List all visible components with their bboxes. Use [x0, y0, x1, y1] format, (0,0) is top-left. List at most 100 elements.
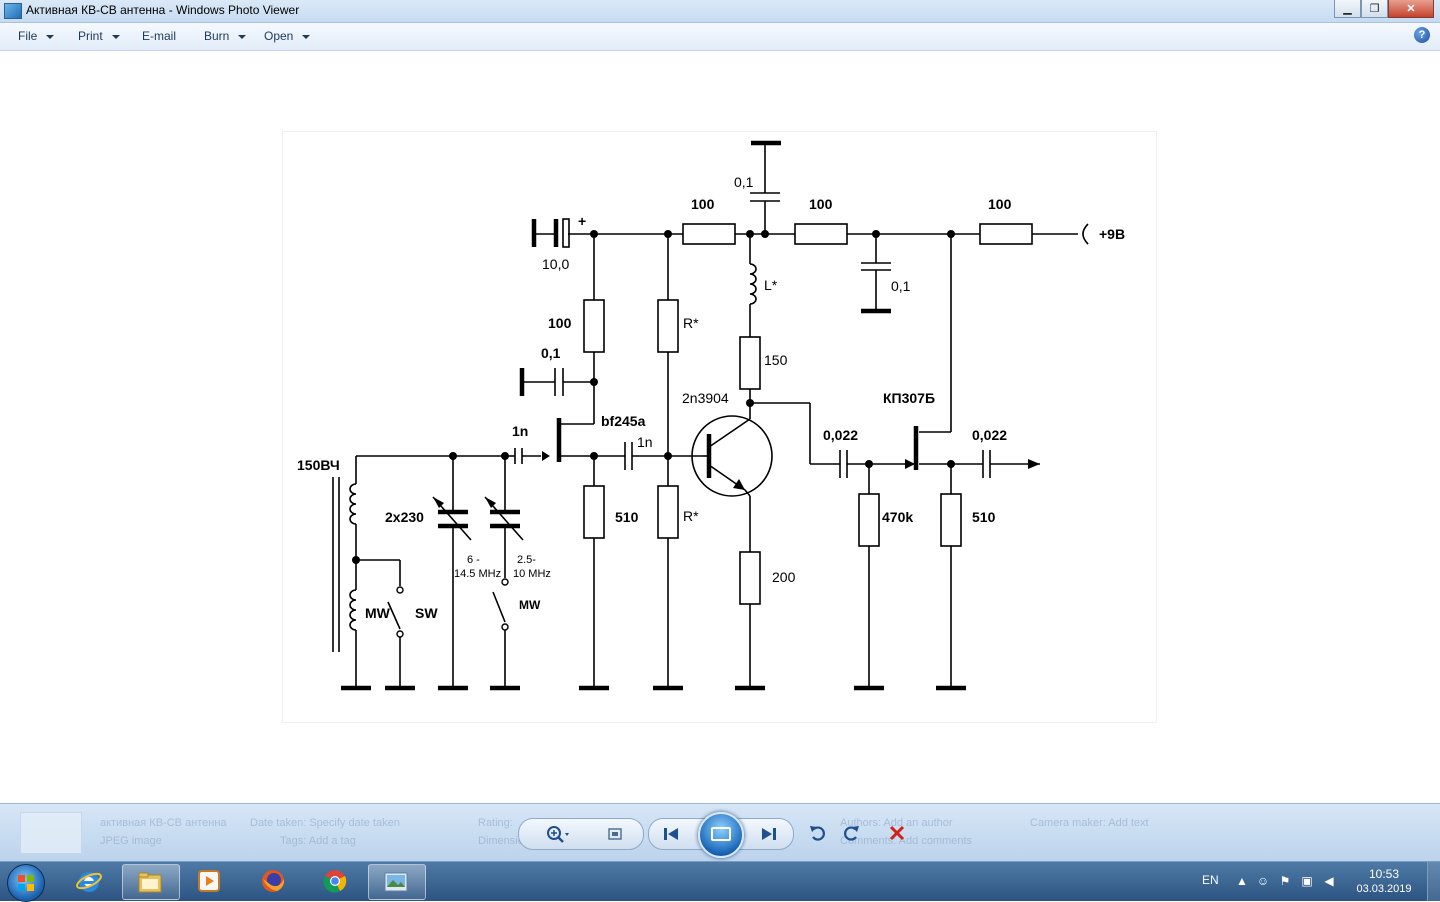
chevron-down-icon — [302, 34, 311, 39]
photo-viewer-icon — [384, 872, 408, 892]
label-r-supply-2: 100 — [809, 196, 833, 212]
info-filename: активная КВ-СВ антенна — [100, 817, 227, 829]
info-comments: Comments: Add comments — [840, 835, 973, 847]
show-hidden-icons-icon[interactable]: ▲ — [1236, 874, 1248, 888]
menu-email[interactable]: E-mail — [142, 29, 177, 43]
label-c-top: 0,1 — [734, 174, 754, 190]
slideshow-icon — [711, 827, 731, 841]
title-bar: Активная КВ-СВ антенна - Windows Photo V… — [0, 0, 1440, 23]
window-controls: ▁ ❐ ✕ — [1334, 0, 1434, 20]
previous-icon — [664, 828, 678, 840]
language-indicator[interactable]: EN — [1202, 873, 1219, 887]
info-rating: Rating: — [478, 817, 513, 829]
internet-explorer-icon — [76, 872, 102, 892]
rotate-right-button[interactable] — [839, 821, 863, 845]
delete-button[interactable] — [885, 821, 909, 845]
label-transistor: 2n3904 — [682, 390, 729, 406]
label-r-collector: 150 — [764, 352, 788, 368]
menu-bar: File Print E-mail Burn Open ? — [0, 23, 1440, 51]
menu-burn-label: Burn — [204, 29, 230, 43]
taskbar-explorer[interactable] — [122, 864, 180, 900]
label-range-1-line2: 14.5 MHz — [454, 568, 501, 580]
network-icon[interactable]: ▣ — [1301, 874, 1313, 888]
fit-window-icon — [608, 828, 622, 840]
zoom-icon — [547, 826, 569, 843]
action-center-icon[interactable]: ⚑ — [1279, 874, 1291, 888]
rotate-counterclockwise-icon — [810, 826, 825, 841]
label-supply: +9В — [1099, 226, 1125, 242]
close-button[interactable]: ✕ — [1388, 0, 1434, 18]
chrome-icon — [323, 870, 347, 893]
circuit-diagram: +9В 100 100 100 0,1 0,1 10,0 + L* 100 0,… — [297, 140, 1125, 691]
label-c-elec-plus: + — [578, 213, 586, 229]
chevron-down-icon — [111, 34, 120, 39]
volume-icon[interactable]: ◀ — [1324, 874, 1334, 888]
label-c-filter: 0,1 — [891, 278, 911, 294]
chevron-down-icon — [238, 34, 247, 39]
notification-icon[interactable]: ☺ — [1256, 874, 1270, 888]
label-r-gate-out: 470k — [882, 509, 913, 525]
label-c-coupling-1: 1n — [512, 423, 528, 439]
label-switch-sw: SW — [415, 605, 438, 621]
chevron-down-icon — [46, 34, 55, 39]
label-r-star-top: R* — [683, 315, 699, 331]
taskbar-photo-viewer[interactable] — [368, 864, 426, 900]
label-r-star-bottom: R* — [683, 508, 699, 524]
label-c-coupling-4: 0,022 — [972, 427, 1007, 443]
info-tags: Tags: Add a tag — [280, 835, 356, 847]
label-fet-input: bf245a — [601, 413, 646, 429]
menu-print[interactable]: Print — [78, 29, 120, 43]
taskbar-chrome[interactable] — [308, 864, 364, 898]
maximize-button[interactable]: ❐ — [1361, 0, 1388, 18]
actual-size-button[interactable] — [603, 822, 627, 846]
label-antenna-coil: 150ВЧ — [297, 457, 340, 473]
info-camera: Camera maker: Add text — [1030, 817, 1149, 829]
firefox-icon — [262, 870, 285, 892]
zoom-button[interactable] — [545, 822, 569, 846]
label-r-supply-3: 100 — [988, 196, 1012, 212]
rotate-clockwise-icon — [844, 826, 859, 841]
label-range-2-line2: 10 MHz — [513, 568, 551, 580]
taskbar: EN ▲ ☺ ⚑ ▣ ◀ 10:53 03.03.2019 — [0, 861, 1440, 902]
label-c-bias: 0,1 — [541, 345, 561, 361]
menu-open[interactable]: Open — [264, 29, 311, 43]
media-player-icon — [198, 870, 220, 892]
label-r-source: 510 — [615, 509, 639, 525]
menu-file[interactable]: File — [18, 29, 55, 43]
next-button[interactable] — [757, 822, 781, 846]
label-range-2-line1: 2.5- — [517, 554, 536, 566]
taskbar-internet-explorer[interactable] — [62, 864, 118, 898]
menu-file-label: File — [18, 29, 38, 43]
info-file-type: JPEG image — [100, 835, 162, 847]
label-switch-mw-1: MW — [365, 605, 391, 621]
clock-time[interactable]: 10:53 — [1368, 867, 1400, 881]
folder-icon — [138, 872, 162, 893]
taskbar-firefox[interactable] — [246, 864, 302, 898]
start-button[interactable] — [7, 864, 45, 902]
windows-logo-icon — [18, 875, 34, 891]
label-c-coupling-2: 1n — [637, 434, 653, 450]
rotate-left-button[interactable] — [806, 821, 830, 845]
window-title: Активная КВ-СВ антенна - Windows Photo V… — [26, 3, 300, 17]
label-r-gate-bias: 100 — [548, 315, 572, 331]
viewer-control-bar: активная КВ-СВ антенна Date taken: Speci… — [0, 803, 1440, 862]
menu-open-label: Open — [264, 29, 294, 43]
previous-button[interactable] — [659, 822, 683, 846]
photo-viewer-icon — [4, 3, 22, 19]
help-icon[interactable]: ? — [1414, 27, 1430, 43]
menu-burn[interactable]: Burn — [204, 29, 247, 43]
taskbar-media-player[interactable] — [182, 864, 238, 898]
delete-icon — [889, 825, 905, 841]
label-switch-mw-2: MW — [519, 598, 541, 612]
minimize-button[interactable]: ▁ — [1334, 0, 1361, 18]
slideshow-button[interactable] — [698, 812, 744, 858]
show-desktop-button[interactable] — [1427, 862, 1440, 901]
clock-date[interactable]: 03.03.2019 — [1356, 883, 1412, 895]
label-r-supply-1: 100 — [691, 196, 715, 212]
label-r-emitter: 200 — [772, 569, 796, 585]
info-author: Authors: Add an author — [840, 817, 953, 829]
label-range-1-line1: 6 - — [467, 554, 480, 566]
label-inductor: L* — [764, 277, 778, 293]
schematic-image: +9В 100 100 100 0,1 0,1 10,0 + L* 100 0,… — [283, 132, 1156, 722]
file-thumbnail — [20, 812, 82, 854]
